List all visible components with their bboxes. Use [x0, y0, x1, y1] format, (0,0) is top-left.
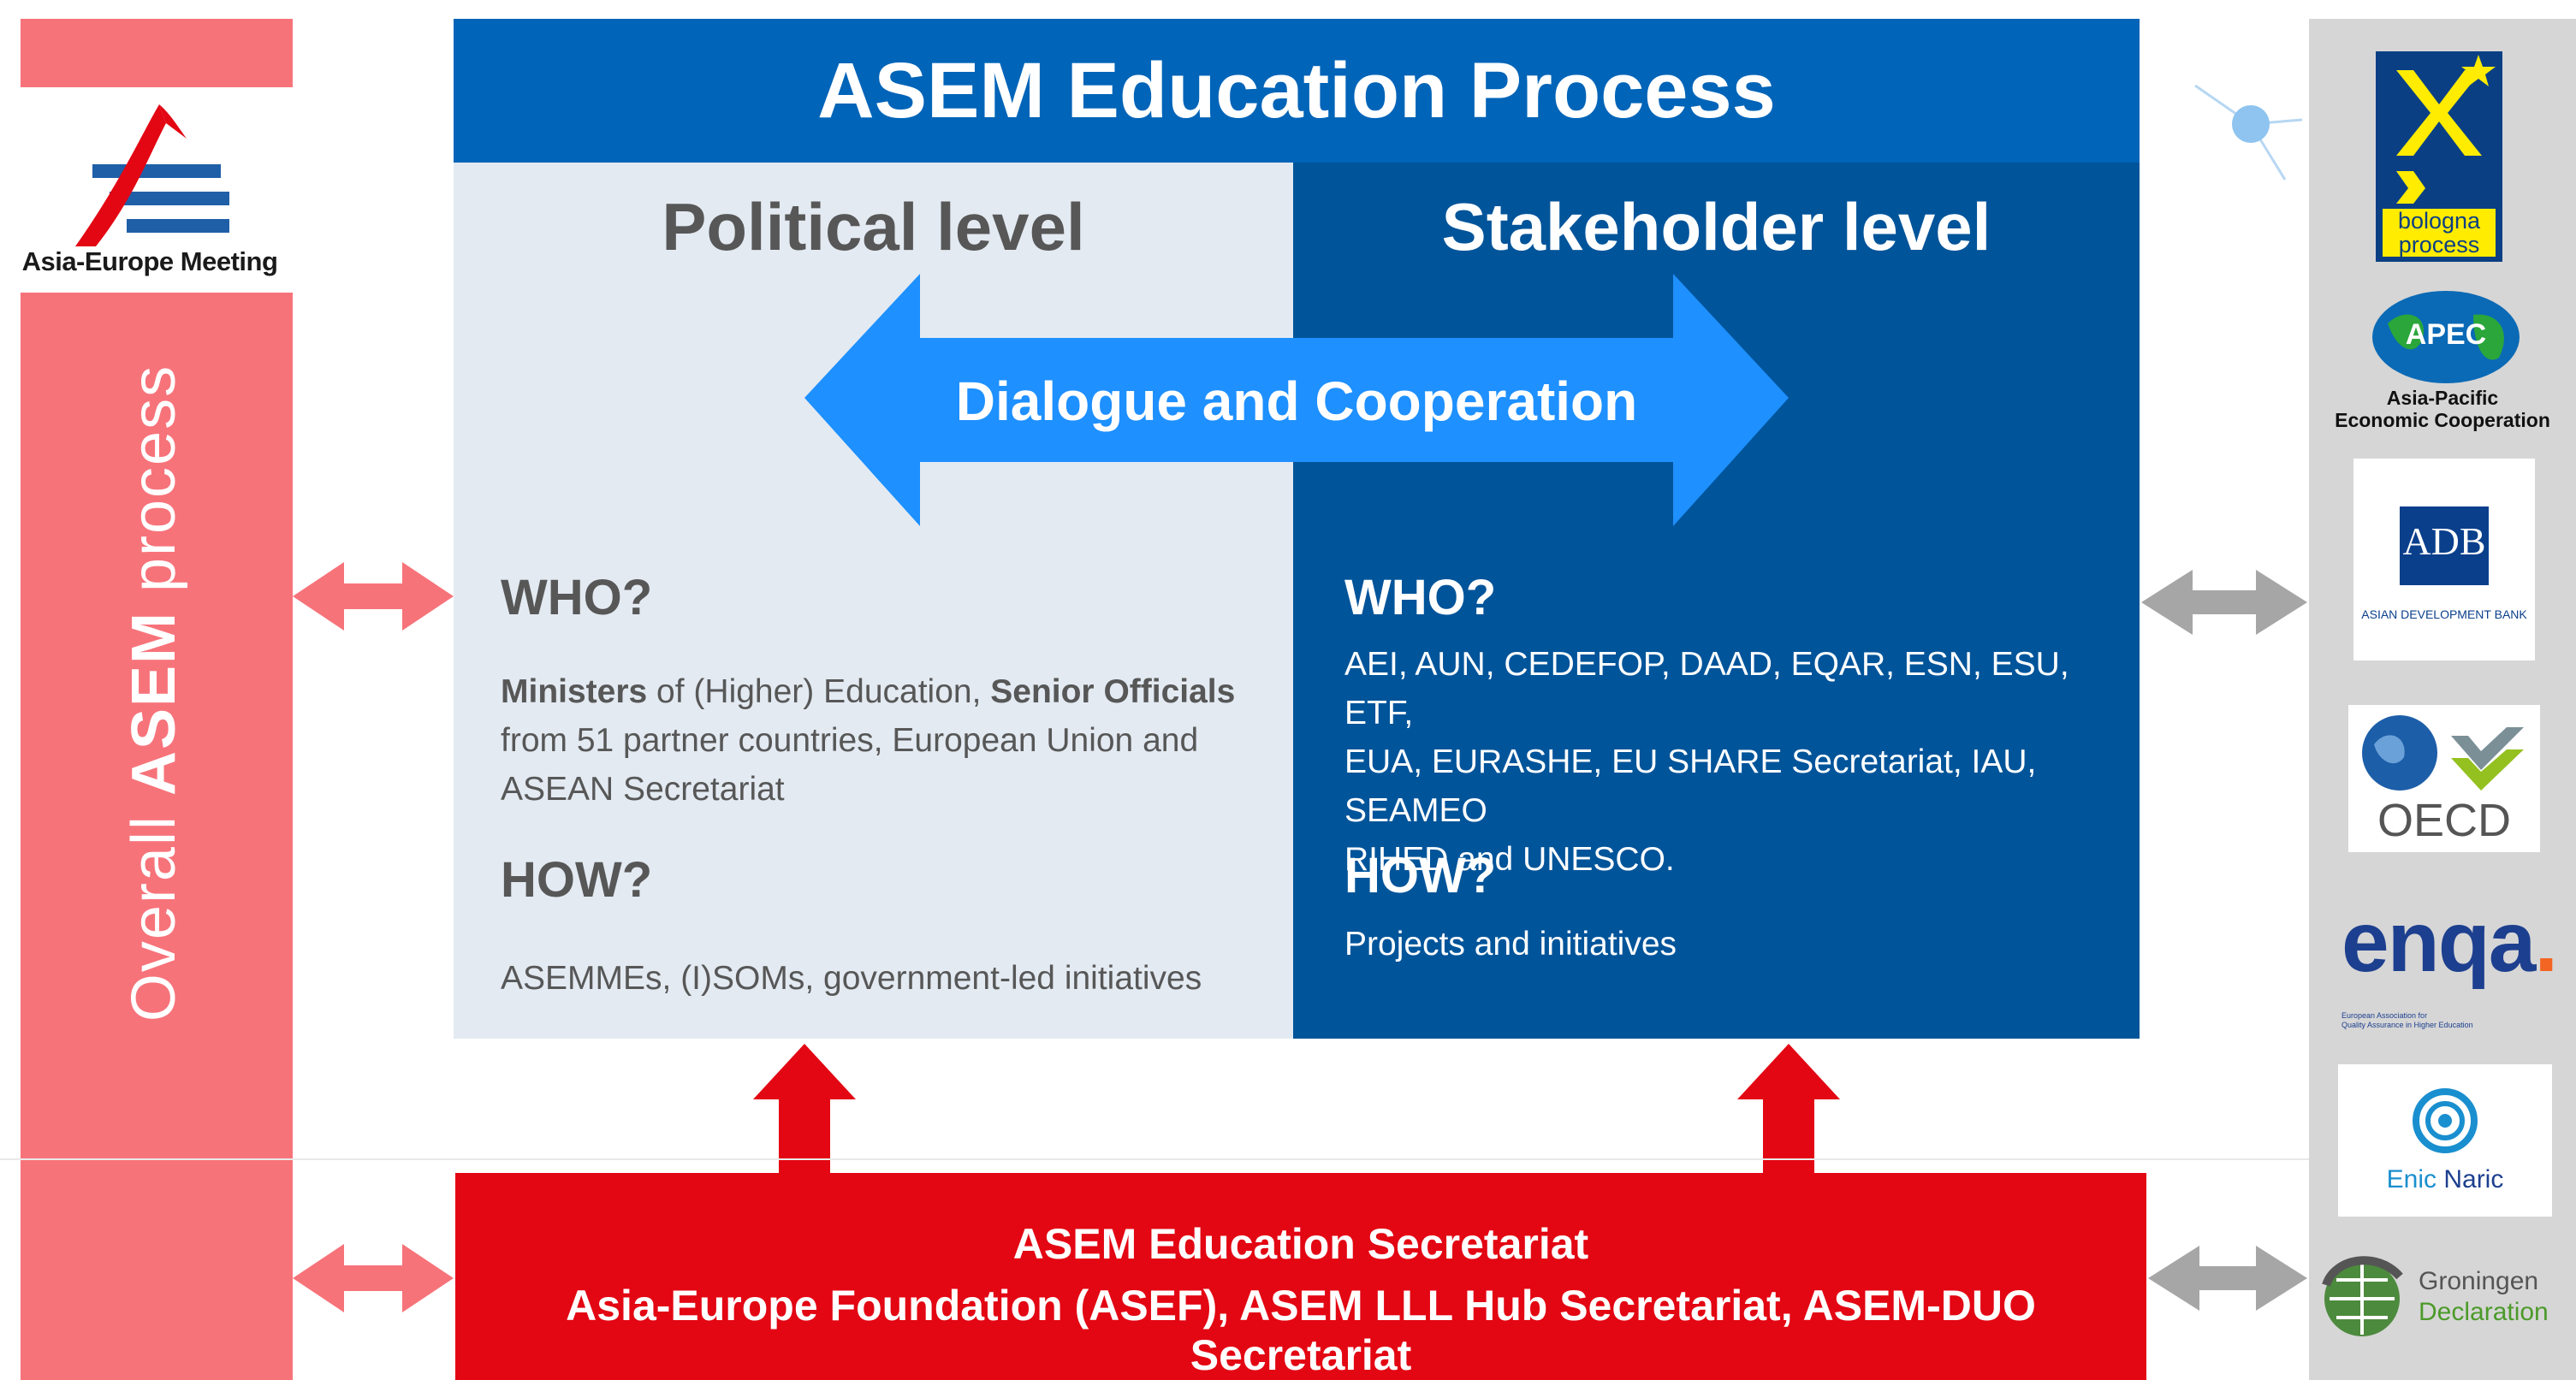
asem-to-secretariat-arrow-icon: [293, 1244, 454, 1312]
divider-line: [0, 1158, 2576, 1160]
asem-logo: Asia-Europe Meeting: [7, 87, 293, 293]
political-who-heading: WHO?: [501, 570, 653, 625]
stakeholder-who-line3: RIHED and UNESCO.: [1344, 841, 1675, 878]
apec-name: Asia-Pacific Economic Cooperation: [2309, 387, 2576, 431]
political-level-panel: Political level WHO? Ministers of (Highe…: [454, 163, 1293, 1039]
enqa-line2: Quality Assurance in Higher Education: [2342, 1021, 2473, 1029]
stakeholder-who-heading: WHO?: [1344, 570, 1497, 625]
political-who-line2: from 51 partner countries, European Unio…: [501, 722, 1199, 759]
enic-naric-logo: Enic Naric: [2338, 1064, 2552, 1217]
enqa-text: enqa: [2342, 894, 2536, 990]
oecd-logo: OECD: [2348, 705, 2540, 852]
oecd-globe-icon: [2362, 715, 2524, 791]
secretariat-to-political-arrow-icon: [753, 1044, 856, 1173]
bologna-line2: process: [2398, 232, 2480, 258]
page-title: ASEM Education Process: [817, 47, 1776, 134]
bologna-line1: bologna: [2397, 208, 2481, 234]
apec-line2: Economic Cooperation: [2335, 409, 2550, 431]
asem-logo-mark-icon: [75, 104, 229, 246]
groningen-declaration-text: Groningen Declaration: [2419, 1266, 2573, 1328]
enic-naric-swirl-icon: [2413, 1088, 2478, 1153]
political-who-line3: ASEAN Secretariat: [501, 771, 785, 808]
political-who-text1: of (Higher) Education,: [647, 673, 991, 710]
political-who-bold-ministers: Ministers: [501, 673, 648, 710]
political-who-text: Ministers of (Higher) Education, Senior …: [501, 667, 1235, 814]
enic-naric-text: Enic Naric: [2338, 1165, 2552, 1194]
apec-acronym: APEC: [2405, 318, 2487, 351]
secretariat-title: ASEM Education Secretariat: [1012, 1220, 1589, 1268]
asem-to-political-arrow-icon: [293, 562, 454, 631]
oecd-text: OECD: [2377, 795, 2511, 846]
bologna-stars-icon: [2396, 55, 2496, 204]
dialogue-cooperation-label: Dialogue and Cooperation: [955, 370, 1638, 432]
asem-logo-text: Asia-Europe Meeting: [21, 246, 278, 276]
stakeholder-level-title: Stakeholder level: [1441, 189, 1991, 264]
enqa-line1: European Association for: [2342, 1011, 2428, 1020]
partner-organisations-bar: bologna process APEC Asia-Pacific Econom…: [2309, 19, 2576, 1380]
stakeholder-how-heading: HOW?: [1344, 848, 1497, 903]
enqa-logo: enqa.: [2342, 894, 2558, 990]
adb-name: ASIAN DEVELOPMENT BANK: [2361, 607, 2527, 621]
naric-text: Naric: [2443, 1165, 2504, 1193]
bologna-process-logo: bologna process: [2376, 51, 2502, 262]
groningen-line2: Declaration: [2419, 1298, 2549, 1326]
header-banner: ASEM Education Process: [454, 19, 2140, 163]
political-how-text: ASEMMEs, (I)SOMs, government-led initiat…: [501, 960, 1202, 997]
political-who-bold-officials: Senior Officials: [990, 673, 1236, 710]
stakeholder-who-line2: EUA, EURASHE, EU SHARE Secretariat, IAU,…: [1344, 743, 2037, 829]
adb-logo: ADB ASIAN DEVELOPMENT BANK: [2353, 459, 2535, 660]
partners-to-secretariat-arrow-icon: [2148, 1246, 2307, 1311]
stakeholder-who-line1: AEI, AUN, CEDEFOP, DAAD, EQAR, ESN, ESU,…: [1344, 646, 2069, 731]
political-level-title: Political level: [662, 189, 1085, 264]
secretariat-members: Asia-Europe Foundation (ASEF), ASEM LLL …: [566, 1282, 2036, 1379]
apec-globe-icon: APEC: [2371, 289, 2521, 385]
stakeholder-who-text: AEI, AUN, CEDEFOP, DAAD, EQAR, ESN, ESU,…: [1344, 640, 2140, 884]
groningen-globe-icon: [2322, 1256, 2403, 1336]
stakeholder-level-panel: Stakeholder level WHO? AEI, AUN, CEDEFOP…: [1293, 163, 2140, 1039]
political-how-heading: HOW?: [501, 852, 653, 908]
stakeholder-how-text: Projects and initiatives: [1344, 926, 1677, 962]
enqa-name: European Association for Quality Assuran…: [2342, 1011, 2547, 1030]
secretariat-to-stakeholder-arrow-icon: [1737, 1044, 1840, 1173]
dialogue-double-arrow-icon: [804, 274, 1789, 526]
apec-line1: Asia-Pacific: [2386, 387, 2499, 409]
groningen-line1: Groningen: [2419, 1267, 2539, 1295]
partners-to-stakeholder-arrow-icon: [2141, 570, 2307, 635]
enic-text: Enic: [2386, 1165, 2437, 1193]
network-node-icon: [2232, 105, 2270, 143]
adb-acronym: ADB: [2402, 519, 2486, 563]
asem-education-secretariat-box: ASEM Education Secretariat Asia-Europe F…: [455, 1173, 2146, 1380]
